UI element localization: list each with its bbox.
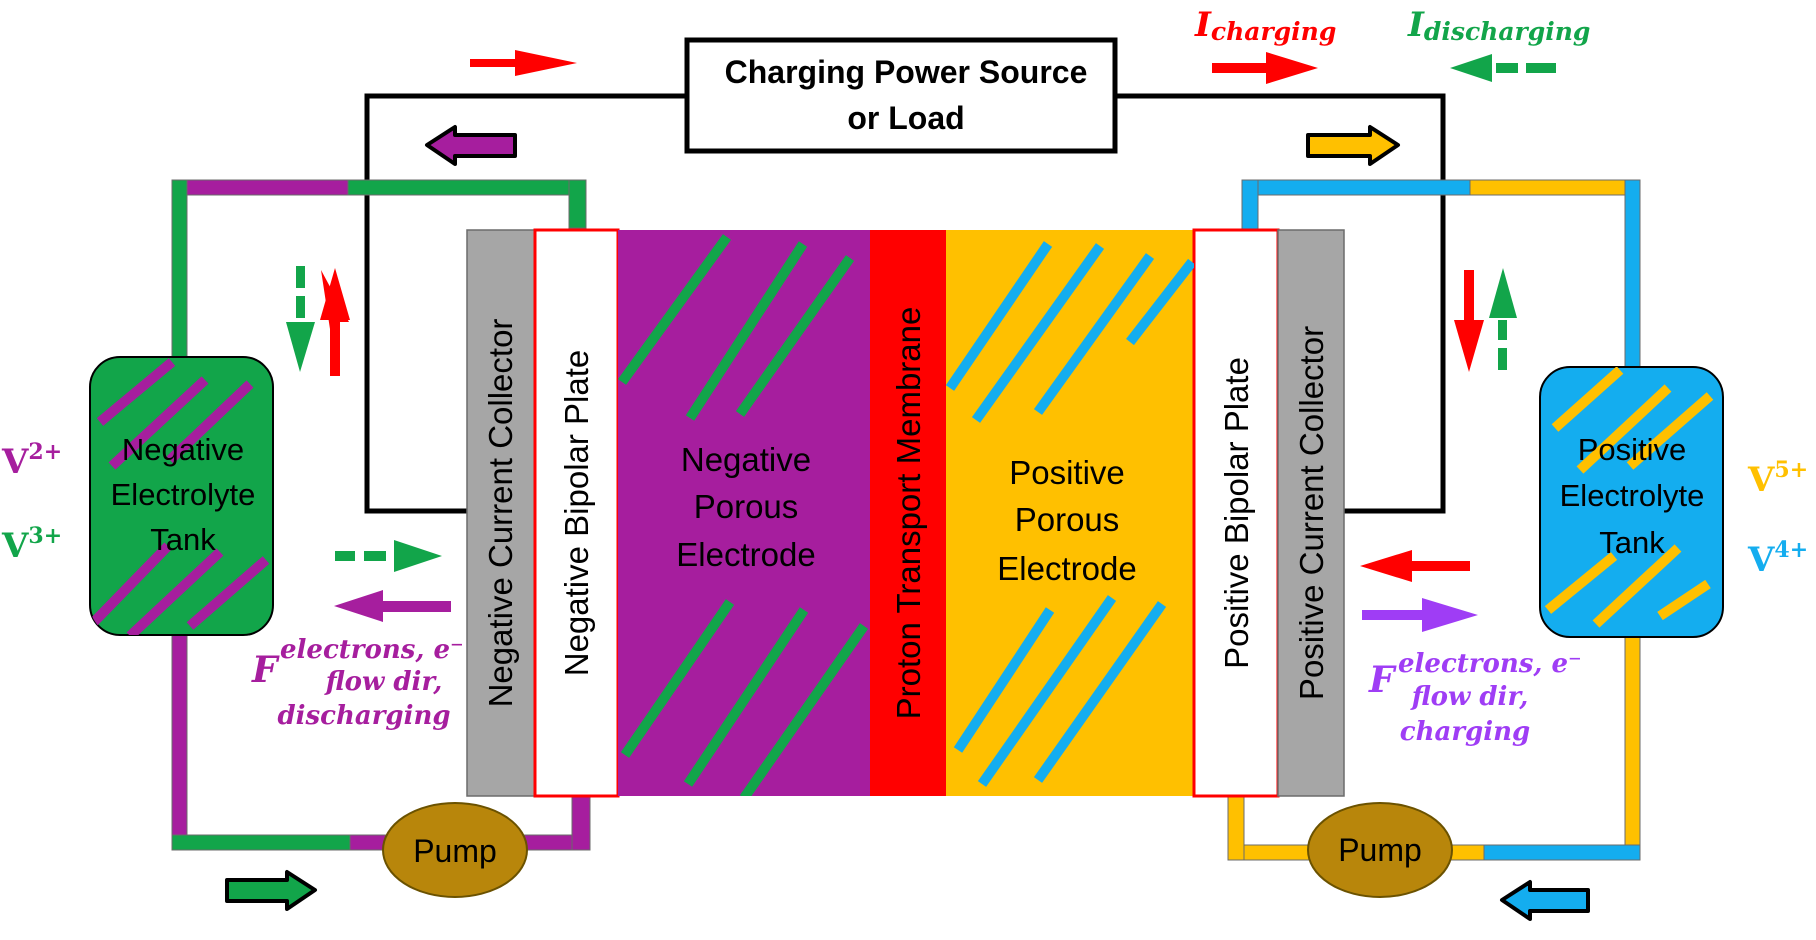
negative-bipolar-label: Negative Bipolar Plate <box>558 350 595 677</box>
cell-labels: Negative Current Collector Negative Bipo… <box>482 307 1330 720</box>
purple-block-arrow-top <box>425 125 517 166</box>
left-side-arrows <box>334 540 451 622</box>
left-flow-line3: discharging <box>277 701 450 731</box>
ion-v2-label: V2+ <box>1 439 62 482</box>
circuit-wire-right <box>1115 93 1446 514</box>
negative-current-collector <box>466 229 536 797</box>
positive-tank-label-1: Positive <box>1578 432 1687 467</box>
left-flow-f: F <box>251 649 280 691</box>
negative-electrode-label-1: Negative <box>681 441 811 478</box>
right-vertical-arrows <box>1454 268 1517 372</box>
left-flow-label: F electrons, e⁻ flow dir, discharging <box>251 635 464 731</box>
right-flow-sup: electrons, e⁻ <box>1398 649 1582 679</box>
negative-electrode-stripes <box>618 234 869 796</box>
negative-electrode-label-3: Electrode <box>676 536 815 573</box>
right-flow-f: F <box>1368 659 1397 701</box>
left-pump: Pump <box>382 802 528 898</box>
power-source-box: Charging Power Source or Load <box>684 37 1118 154</box>
positive-electrode-label-3: Electrode <box>997 550 1136 587</box>
positive-current-collector <box>1277 229 1345 797</box>
positive-electrolyte-tank: Positive Electrolyte Tank <box>1539 366 1724 638</box>
right-pump-label: Pump <box>1338 832 1422 868</box>
positive-collector-label: Positive Current Collector <box>1293 326 1330 700</box>
right-flow-label: F electrons, e⁻ flow dir, charging <box>1368 649 1582 747</box>
proton-transport-membrane <box>870 230 946 796</box>
membrane-label: Proton Transport Membrane <box>890 307 927 720</box>
right-pump: Pump <box>1307 802 1453 898</box>
red-arrow-top-left <box>470 50 577 76</box>
positive-tank-label-3: Tank <box>1599 525 1665 560</box>
left-vertical-arrows <box>286 266 350 376</box>
left-flow-sup: electrons, e⁻ <box>280 635 464 665</box>
negative-tank-label-3: Tank <box>150 522 216 557</box>
left-pump-label: Pump <box>413 833 497 869</box>
power-source-line1: Charging Power Source <box>725 54 1088 90</box>
i-charging-label: Icharging <box>1194 5 1336 46</box>
circuit-wire-left <box>364 93 687 514</box>
negative-electrode-label-2: Porous <box>694 488 799 525</box>
power-source-line2: or Load <box>847 100 964 136</box>
negative-collector-label: Negative Current Collector <box>482 319 519 708</box>
negative-tank-label-1: Negative <box>122 432 244 467</box>
ion-v3-label: V3+ <box>1 523 62 566</box>
positive-bipolar-label: Positive Bipolar Plate <box>1218 357 1255 669</box>
ion-v5-label: V5+ <box>1747 457 1808 500</box>
positive-electrode-label-2: Porous <box>1015 501 1120 538</box>
blue-block-arrow-bottom <box>1500 880 1590 921</box>
ion-v4-label: V4+ <box>1747 537 1808 580</box>
current-labels: Icharging Idischarging <box>1194 5 1590 46</box>
right-flow-line2: flow dir, <box>1410 682 1529 712</box>
green-block-arrow-bottom <box>225 870 317 911</box>
positive-electrode-label-1: Positive <box>1009 454 1125 491</box>
cell-stack <box>466 228 1345 798</box>
external-circuit <box>364 93 1446 514</box>
positive-tank-label-2: Electrolyte <box>1560 478 1705 513</box>
top-arrows <box>425 50 1556 166</box>
right-flow-line3: charging <box>1400 717 1530 747</box>
right-side-arrows <box>1360 550 1478 632</box>
positive-electrode-stripes <box>946 241 1194 787</box>
green-dashed-arrow-legend <box>1450 54 1556 82</box>
negative-electrolyte-tank: Negative Electrolyte Tank <box>89 356 274 636</box>
positive-bipolar-plate <box>1192 228 1280 798</box>
negative-tank-label-2: Electrolyte <box>111 477 256 512</box>
i-discharging-label: Idischarging <box>1407 5 1590 46</box>
negative-bipolar-plate <box>533 228 620 798</box>
red-arrow-legend <box>1212 52 1318 84</box>
ion-labels: V2+ V3+ V5+ V4+ <box>1 439 1808 580</box>
left-flow-line2: flow dir, <box>324 667 443 697</box>
yellow-block-arrow-top <box>1306 125 1400 166</box>
